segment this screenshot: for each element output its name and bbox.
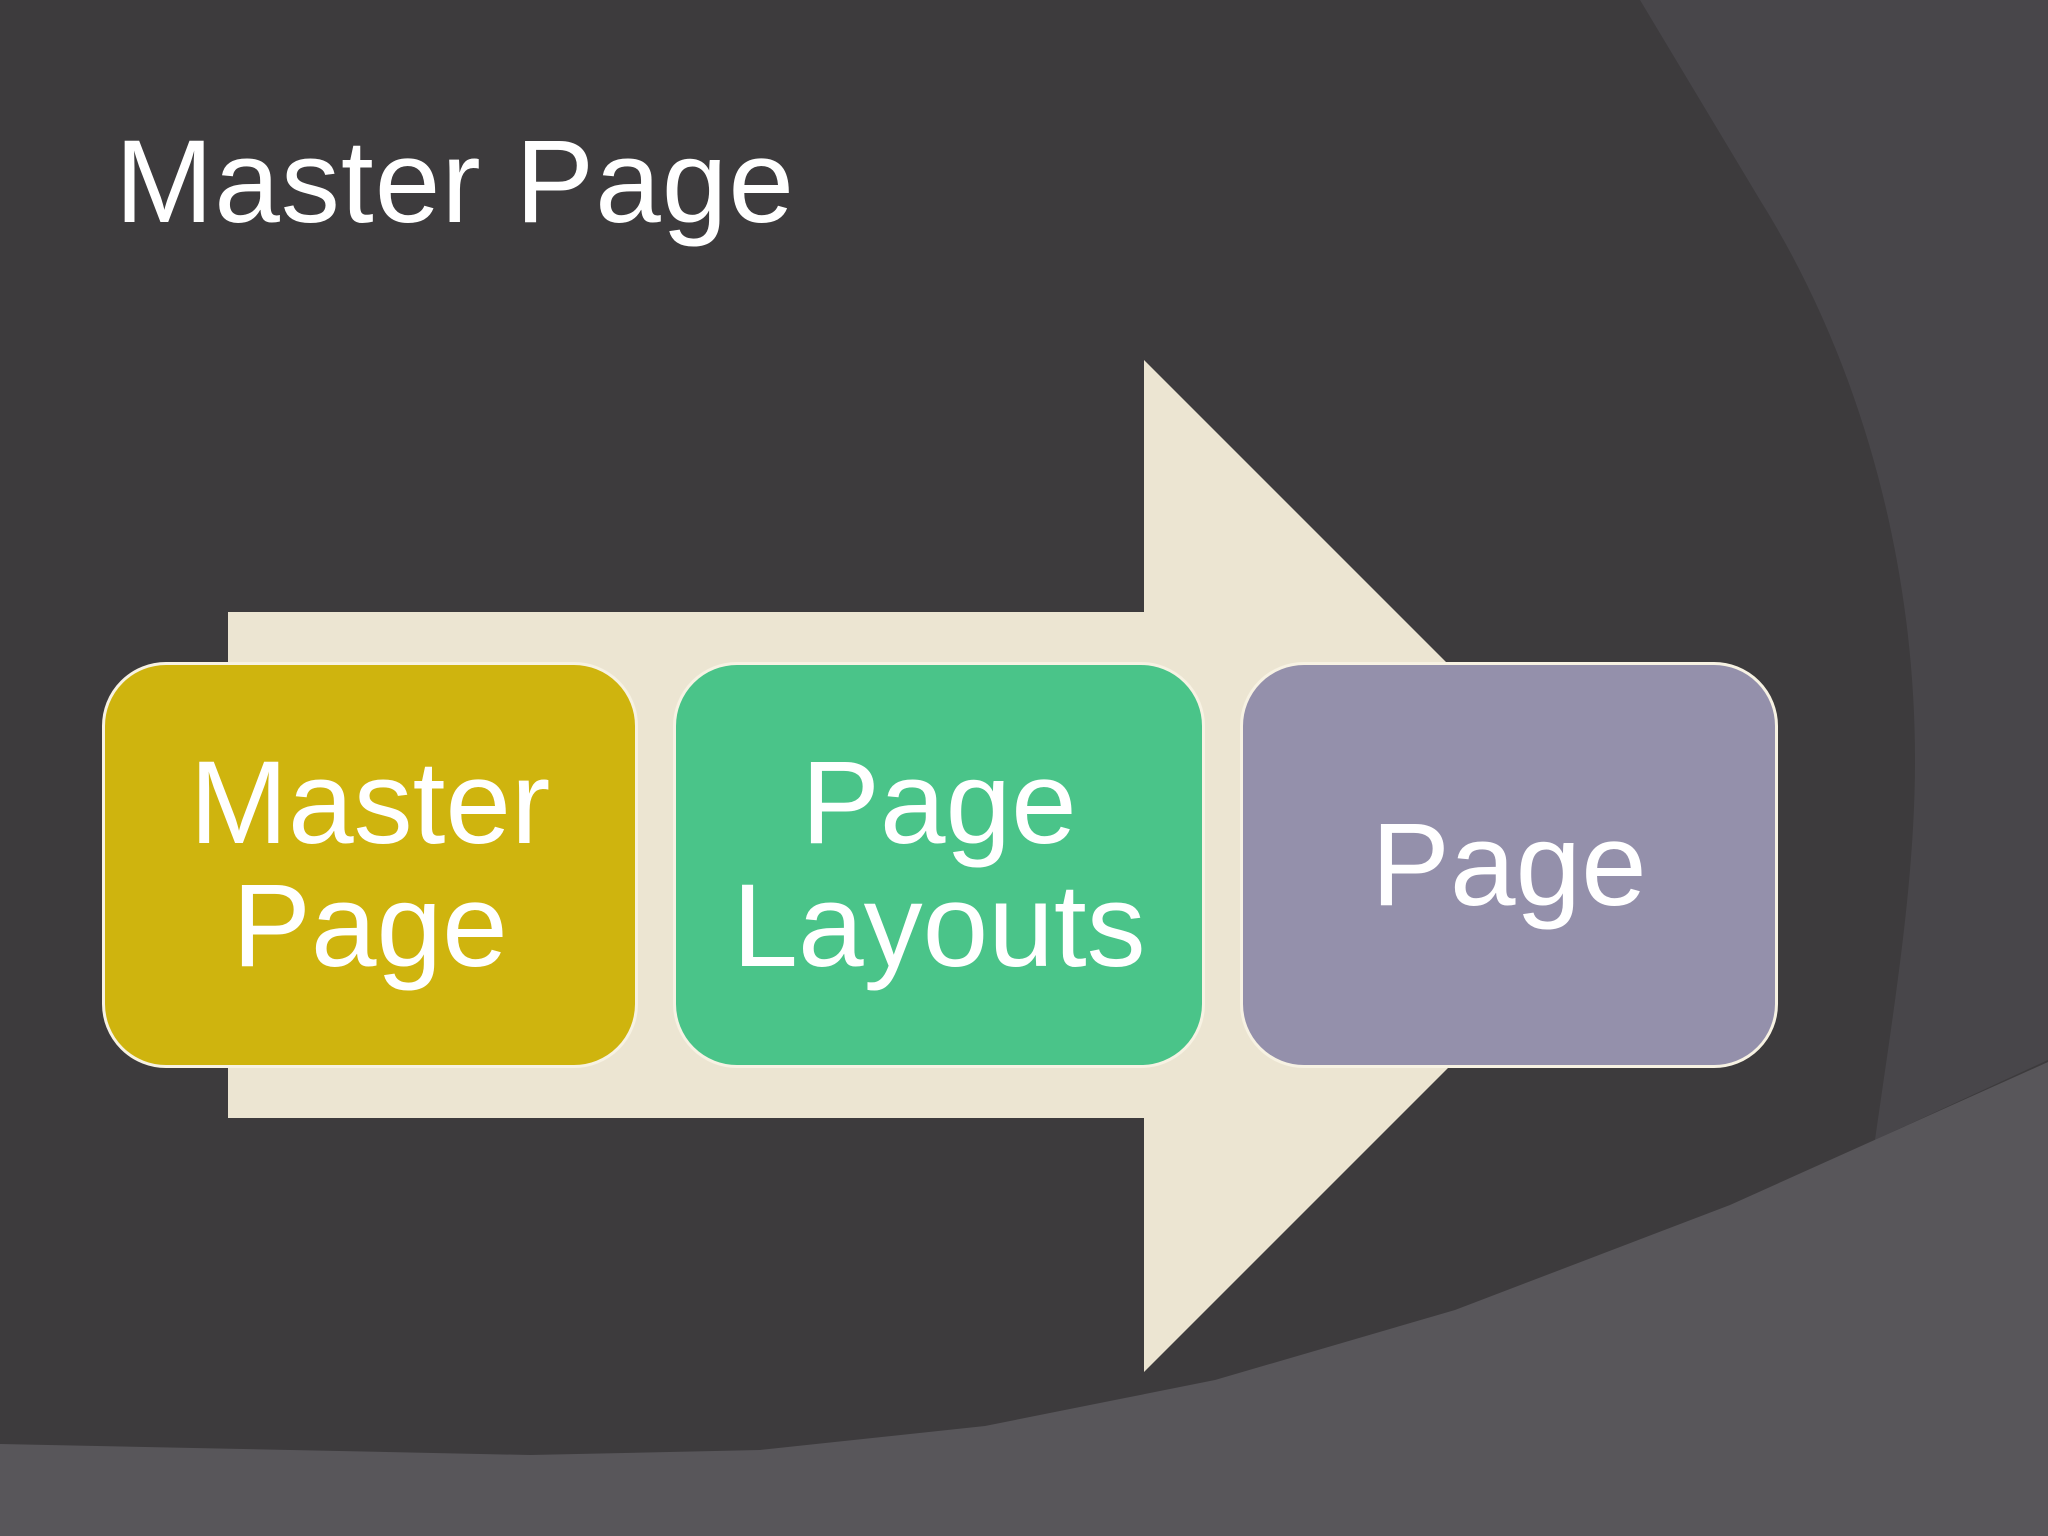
step-label: Page xyxy=(1371,798,1647,931)
step-page-layouts: Page Layouts xyxy=(673,662,1205,1068)
step-label: Page Layouts xyxy=(732,737,1146,992)
bottom-curve-shape xyxy=(0,1062,2048,1536)
step-master-page: Master Page xyxy=(102,662,638,1068)
step-label: Master Page xyxy=(189,737,551,992)
slide-title: Master Page xyxy=(115,116,795,248)
right-curve-shape xyxy=(1640,0,2048,1140)
step-page: Page xyxy=(1240,662,1778,1068)
